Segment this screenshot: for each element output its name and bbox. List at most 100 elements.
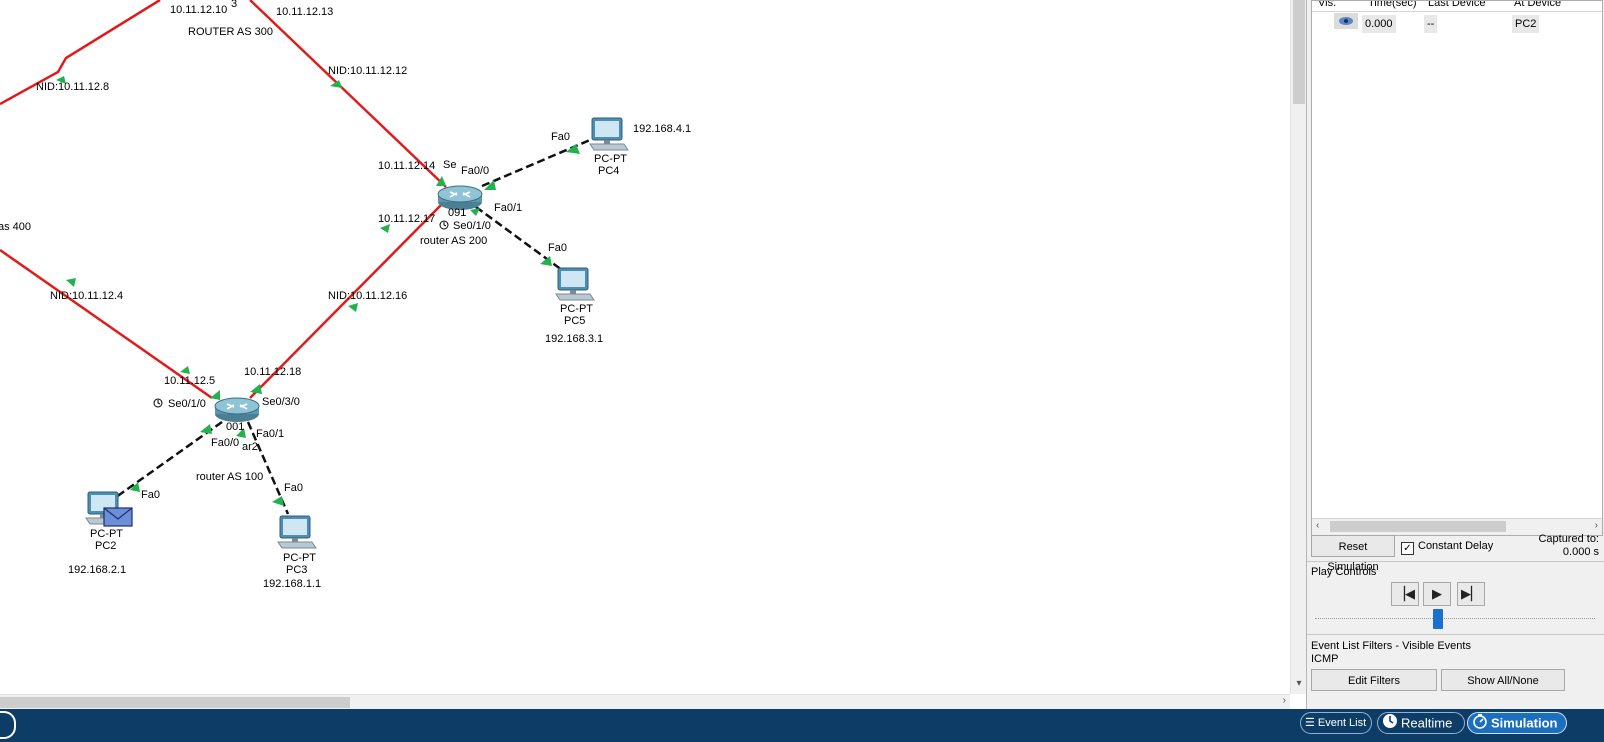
ip-label: 10.11.12.18 <box>244 366 301 378</box>
router-name-label: router AS 100 <box>196 471 263 483</box>
back-button[interactable]: ▕◀ <box>1391 582 1419 606</box>
scroll-right-icon[interactable]: › <box>1282 695 1286 706</box>
realtime-mode-button[interactable]: Realtime <box>1377 712 1465 734</box>
pc-icon[interactable] <box>589 117 629 151</box>
pdu-envelope-icon[interactable] <box>103 507 133 527</box>
serial-link-as300-as400[interactable] <box>0 0 161 106</box>
column-header-last-device[interactable]: Last Device <box>1428 0 1486 9</box>
router-as-100[interactable]: 001 <box>214 397 260 433</box>
edit-filters-button[interactable]: Edit Filters <box>1311 669 1437 691</box>
serial-link-as300-as200[interactable] <box>249 0 447 188</box>
column-header-at-device[interactable]: At Device <box>1514 0 1562 9</box>
port-label: Se0/1/0 <box>168 398 206 410</box>
port-label: Fa0 <box>284 482 303 494</box>
scrollbar-thumb[interactable] <box>1293 0 1305 104</box>
ip-label: 10.11.12.10 <box>170 4 227 16</box>
port-label: Fa0/1 <box>256 428 284 440</box>
pc-model-label: PC-PT <box>283 552 316 564</box>
filters-value: ICMP <box>1311 653 1339 665</box>
pc-pc2[interactable] <box>85 491 133 527</box>
event-last-device: -- <box>1424 15 1438 33</box>
network-id-label: NID:10.11.12.4 <box>50 290 123 302</box>
realtime-label: Realtime <box>1401 715 1453 731</box>
constant-delay-checkbox[interactable]: ✓ Constant Delay <box>1401 538 1494 555</box>
eye-icon[interactable] <box>1334 13 1358 29</box>
play-controls-label: Play Controls <box>1311 566 1377 578</box>
checkbox-icon[interactable]: ✓ <box>1401 542 1414 555</box>
network-id-label: NID:10.11.12.8 <box>36 81 109 93</box>
list-icon: ☰ <box>1305 717 1315 730</box>
event-list-horizontal-scrollbar[interactable]: ‹ › <box>1312 518 1602 535</box>
port-label: Fa0/0 <box>461 165 489 177</box>
router-name-label: as 400 <box>0 221 31 233</box>
skip-forward-icon: ▶▏ <box>1461 586 1481 601</box>
pc-pc3[interactable] <box>277 515 317 549</box>
event-list-filters: Event List Filters - Visible Events ICMP <box>1311 640 1471 666</box>
pc-icon[interactable] <box>277 515 317 549</box>
logical-workspace[interactable]: 091 001 10.11.12.10 3 10.11.12 <box>0 0 1290 694</box>
filters-title: Event List Filters - Visible Events <box>1311 640 1471 652</box>
scroll-right-icon[interactable]: › <box>1594 520 1598 531</box>
simulation-mode-button[interactable]: Simulation <box>1467 712 1567 734</box>
eth-link-as100-pc3[interactable] <box>246 421 290 515</box>
eth-link-as100-pc2[interactable] <box>111 420 223 502</box>
pc-model-label: PC-PT <box>90 528 123 540</box>
scroll-left-icon[interactable]: ‹ <box>1316 520 1320 531</box>
workspace-vertical-scrollbar[interactable]: ▾ <box>1290 0 1307 694</box>
router-glyph: 001 <box>226 421 244 433</box>
pc-pc4[interactable] <box>589 117 629 151</box>
play-speed-slider-thumb[interactable] <box>1433 609 1443 629</box>
port-label: Fa0 <box>548 242 567 254</box>
skip-back-icon: ▕◀ <box>1395 586 1415 601</box>
event-list-toggle[interactable]: ☰Event List <box>1300 712 1372 734</box>
workspace-horizontal-scrollbar[interactable]: › <box>0 694 1290 710</box>
play-button[interactable]: ▶ <box>1423 582 1451 606</box>
router-as-200[interactable]: 091 <box>437 185 483 219</box>
play-icon: ▶ <box>1432 586 1442 601</box>
pc-icon[interactable] <box>555 267 595 301</box>
port-label: Fa0/1 <box>494 202 522 214</box>
collapse-handle[interactable] <box>0 711 16 739</box>
column-header-time[interactable]: Time(sec) <box>1368 0 1417 9</box>
show-all-none-button[interactable]: Show All/None <box>1441 669 1565 691</box>
port-label: Se0/1/0 <box>453 220 491 232</box>
pc-model-label: PC-PT <box>594 153 627 165</box>
router-name-label: ROUTER AS 300 <box>188 26 273 38</box>
pc-ip-label: 192.168.1.1 <box>263 578 321 590</box>
pc-model-label: PC-PT <box>560 303 593 315</box>
event-list-label: Event List <box>1317 717 1367 729</box>
column-header-vis[interactable]: Vis. <box>1318 0 1337 9</box>
ip-label: 10.11.12.5 <box>164 375 215 387</box>
constant-delay-label: Constant Delay <box>1418 540 1494 552</box>
pc-ip-label: 192.168.3.1 <box>545 333 603 345</box>
serial-link-as400-as100[interactable] <box>0 248 213 400</box>
router-icon[interactable] <box>214 397 260 423</box>
event-list-table[interactable]: Vis. Time(sec) Last Device At Device 0.0… <box>1311 0 1603 536</box>
port-label-fragment: ar2 <box>242 441 258 453</box>
divider <box>1307 561 1604 562</box>
mode-status-bar: ☰Event List Realtime Simulation <box>0 709 1604 742</box>
scroll-down-icon[interactable]: ▾ <box>1296 678 1302 689</box>
network-id-label: NID:10.11.12.16 <box>328 290 407 302</box>
port-label: Fa0 <box>551 131 570 143</box>
ip-label: 10.11.12.13 <box>276 6 333 18</box>
topology-canvas[interactable]: 091 001 10.11.12.10 3 10.11.12 <box>0 0 1290 694</box>
captured-value: 0.000 s <box>1562 546 1599 558</box>
pc-ip-label: 192.168.2.1 <box>68 564 126 576</box>
network-id-label: NID:10.11.12.12 <box>328 65 407 77</box>
captured-label: Captured to: <box>1538 533 1599 545</box>
ip-label: 10.11.12.17 <box>378 213 435 225</box>
play-speed-slider[interactable] <box>1315 618 1595 621</box>
simulation-panel: Vis. Time(sec) Last Device At Device 0.0… <box>1306 0 1604 709</box>
reset-simulation-button[interactable]: Reset Simulation <box>1311 535 1395 573</box>
forward-button[interactable]: ▶▏ <box>1457 582 1485 606</box>
port-label: Se <box>443 159 456 171</box>
pc-name-label: PC4 <box>598 165 619 177</box>
serial-link-as200-as100[interactable] <box>249 199 447 399</box>
ip-label: 10.11.12.14 <box>378 160 435 172</box>
scrollbar-thumb[interactable] <box>1330 521 1506 532</box>
scrollbar-thumb[interactable] <box>0 697 350 708</box>
router-name-label: router AS 200 <box>420 235 487 247</box>
port-label: Fa0 <box>141 489 160 501</box>
pc-pc5[interactable] <box>555 267 595 301</box>
